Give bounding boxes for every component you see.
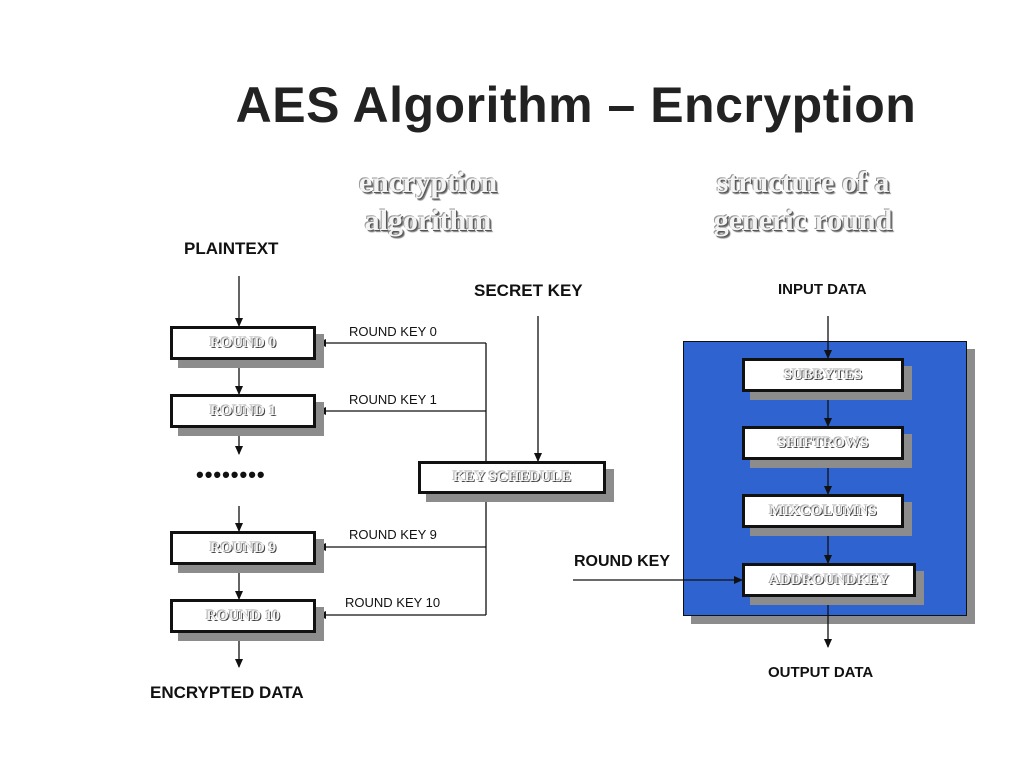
mixcolumns-box: MIXCOLUMNS — [742, 494, 904, 528]
round-10-box: ROUND 10 — [170, 599, 316, 633]
encrypted-data-label: ENCRYPTED DATA — [150, 683, 304, 702]
round-key-9-label: ROUND KEY 9 — [349, 527, 437, 542]
heading-line: algorithm — [364, 204, 492, 237]
round-key-0-label: ROUND KEY 0 — [349, 324, 437, 339]
slide-title: AES Algorithm – Encryption — [235, 77, 917, 133]
secret-key-label: SECRET KEY — [474, 281, 583, 300]
encryption-algorithm-heading: encryption algorithm — [328, 164, 528, 240]
output-data-label: OUTPUT DATA — [768, 664, 874, 681]
heading-line: encryption — [358, 166, 498, 199]
ellipsis: •••••••• — [196, 462, 266, 487]
input-data-label: INPUT DATA — [778, 281, 867, 298]
round-key-1-label: ROUND KEY 1 — [349, 392, 437, 407]
round-1-box: ROUND 1 — [170, 394, 316, 428]
round-key-label: ROUND KEY — [574, 553, 671, 570]
round-0-box: ROUND 0 — [170, 326, 316, 360]
plaintext-label: PLAINTEXT — [184, 239, 279, 258]
key-schedule-box: KEY SCHEDULE — [418, 461, 606, 494]
heading-line: generic round — [713, 204, 893, 237]
round-9-box: ROUND 9 — [170, 531, 316, 565]
subbytes-box: SUBBYTES — [742, 358, 904, 392]
addroundkey-box: ADDROUNDKEY — [742, 563, 916, 597]
round-key-10-label: ROUND KEY 10 — [345, 595, 441, 610]
heading-line: structure of a — [716, 166, 890, 199]
shiftrows-box: SHIFTROWS — [742, 426, 904, 460]
generic-round-heading: structure of a generic round — [683, 164, 923, 240]
